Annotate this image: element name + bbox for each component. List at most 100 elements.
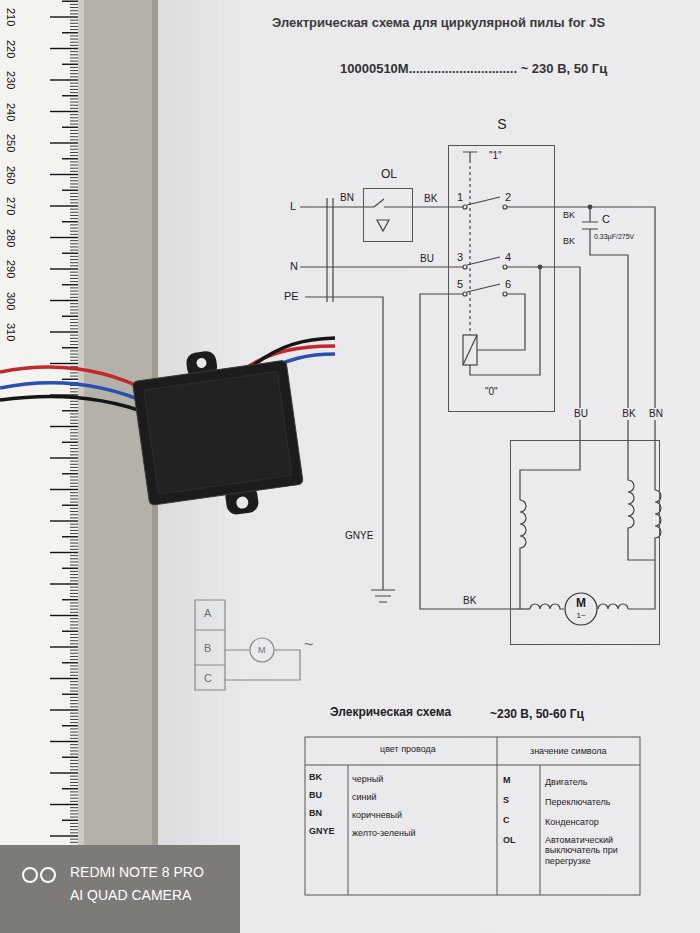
- ruler-tick: [70, 20, 78, 21]
- ruler-tick: [70, 810, 78, 811]
- switch-position: "1": [489, 150, 502, 162]
- ruler-tick: [50, 552, 78, 553]
- ruler-tick: [70, 653, 78, 654]
- capacitor-case: [132, 360, 303, 505]
- wire-color: BU: [573, 408, 589, 420]
- table-cell: S: [503, 795, 509, 805]
- ruler-tick: [70, 114, 78, 115]
- ruler-tick: [70, 561, 78, 562]
- ruler-tick: [70, 228, 78, 229]
- contact-dot: [503, 205, 507, 209]
- capacitor-rating: 0.33µF/275V: [594, 233, 634, 241]
- ruler-tick: [70, 511, 78, 512]
- wire: [420, 294, 510, 609]
- table-cell: BU: [309, 790, 322, 800]
- ruler-tick: [62, 757, 78, 758]
- capacitor-symbol: [582, 207, 628, 440]
- ruler-tick: [70, 807, 78, 808]
- ruler-tick: [70, 234, 78, 235]
- ruler-tick: [70, 417, 78, 418]
- ruler-tick: [70, 817, 78, 818]
- cord-sheath: [327, 198, 333, 302]
- sketch-lines: [195, 600, 300, 690]
- table-heading: ~230 В, 50-60 Гц: [490, 708, 584, 722]
- ruler-tick: [70, 294, 78, 295]
- ruler-tick: [70, 313, 78, 314]
- ruler-tick: [50, 678, 78, 679]
- terminal-number: 1: [457, 191, 463, 204]
- ruler-tick: [70, 713, 78, 714]
- sketch-label: M: [258, 645, 266, 655]
- motor-wire: [510, 608, 530, 609]
- ruler-tick: [70, 483, 78, 484]
- ruler-tick: [70, 738, 78, 739]
- field-coil: [530, 604, 564, 609]
- sketch-label: B: [204, 642, 211, 655]
- ruler-tick: [70, 643, 78, 644]
- ruler-tick: [70, 435, 78, 436]
- ruler-tick: [70, 23, 78, 24]
- ruler-tick: [70, 401, 78, 402]
- ruler-tick: [70, 760, 78, 761]
- table-frame: [305, 737, 640, 895]
- component-name: OL: [381, 168, 397, 182]
- ruler-tick: [70, 376, 78, 377]
- ruler-number: 290: [4, 260, 17, 278]
- black-wire: [0, 396, 150, 414]
- ruler-tick: [70, 785, 78, 786]
- table-cell: BK: [309, 772, 322, 782]
- ruler-tick: [70, 413, 78, 414]
- ruler-tick: [70, 429, 78, 430]
- ruler-tick: [50, 237, 78, 238]
- ruler-tick: [70, 747, 78, 748]
- ruler-tick: [62, 190, 78, 191]
- ruler-tick: [62, 442, 78, 443]
- ruler-tick: [70, 744, 78, 745]
- ruler-tick: [70, 495, 78, 496]
- ruler-tick: [62, 725, 78, 726]
- ruler-tick: [70, 297, 78, 298]
- mount-hole: [236, 496, 250, 510]
- ruler-tick: [50, 331, 78, 332]
- ruler-tick: [62, 253, 78, 254]
- ruler-tick: [70, 795, 78, 796]
- wire-color: BK: [423, 193, 438, 205]
- ruler-tick: [62, 505, 78, 506]
- ruler-tick: [50, 16, 78, 17]
- ruler-tick: [70, 530, 78, 531]
- ruler-tick: [70, 335, 78, 336]
- terminal-number: 3: [457, 251, 463, 264]
- ruler-tick: [70, 549, 78, 550]
- table-cell: черный: [352, 774, 383, 784]
- ruler-tick: [70, 640, 78, 641]
- ruler-tick: [62, 158, 78, 159]
- ruler-tick: [70, 533, 78, 534]
- ruler-tick: [70, 303, 78, 304]
- table-cell: Автоматический выключатель при перегрузк…: [545, 835, 637, 866]
- ruler-tick: [50, 79, 78, 80]
- ruler-tick: [70, 716, 78, 717]
- ruler-tick: [70, 224, 78, 225]
- ruler-tick: [70, 4, 78, 5]
- ruler-tick: [70, 344, 78, 345]
- ruler-tick: [70, 590, 78, 591]
- ruler-tick: [70, 146, 78, 147]
- ruler-tick: [70, 659, 78, 660]
- wire-color: BK: [621, 408, 636, 420]
- ruler-tick: [70, 574, 78, 575]
- overload-breaker: OL: [363, 188, 413, 242]
- component-name: C: [602, 213, 610, 226]
- wire: [555, 207, 655, 440]
- ruler-tick: [70, 187, 78, 188]
- ruler-tick: [70, 209, 78, 210]
- ruler-tick: [70, 177, 78, 178]
- ruler-tick: [70, 130, 78, 131]
- ruler-tick: [70, 842, 78, 843]
- field-coil: [628, 440, 661, 609]
- ruler-tick: [62, 788, 78, 789]
- table-cell: значение символа: [530, 746, 607, 756]
- motor-letter: M: [576, 597, 586, 611]
- ruler-tick: [70, 45, 78, 46]
- ruler-tick: [70, 57, 78, 58]
